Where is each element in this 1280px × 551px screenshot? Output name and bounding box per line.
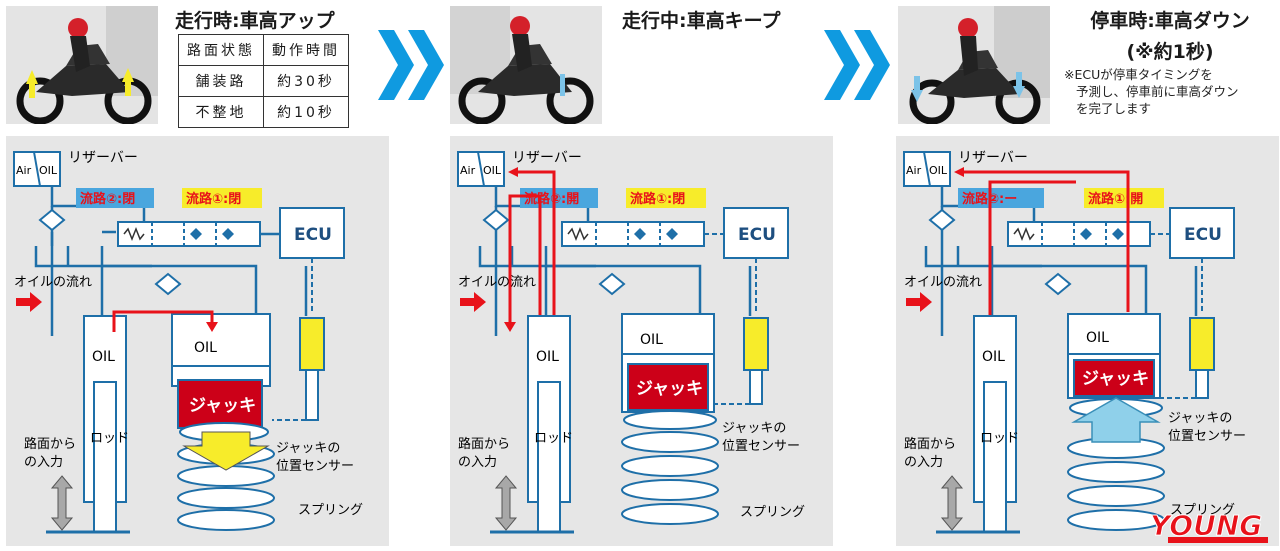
operation-time-table: 路面状態 動作時間 舗装路 約30秒 不整地 約10秒: [178, 34, 349, 128]
reservoir-label: リザーバー: [68, 150, 138, 166]
ecu-label: ECU: [1184, 225, 1222, 245]
bike-photo-stage1: [6, 6, 158, 124]
road-input-label: の入力: [904, 455, 943, 470]
reservoir-air-label: Air: [460, 164, 476, 177]
jack-label: ジャッキ: [189, 396, 256, 416]
reservoir-oil-label: OIL: [483, 164, 502, 177]
table-header-time: 動作時間: [263, 34, 349, 66]
rod-label: ロッド: [90, 431, 129, 446]
sensor-label: ジャッキの: [276, 441, 340, 456]
road-input-label: 路面から: [24, 436, 76, 452]
stage3-note: ※ECUが停車タイミングを 予測し、停車前に車高ダウン を完了します: [1064, 66, 1276, 117]
oil-flow-label: オイルの流れ: [904, 275, 982, 290]
rod-label: ロッド: [980, 431, 1019, 446]
reservoir-air-label: Air: [906, 164, 922, 177]
spring-label: スプリング: [740, 505, 805, 520]
channel1-label: 流路①:開: [1088, 191, 1143, 207]
stage1-title: 走行時:車高アップ: [175, 10, 335, 32]
rod-label: ロッド: [534, 431, 573, 446]
channel2-label: 流路②:開: [524, 191, 579, 207]
sensor-label: 位置センサー: [722, 439, 800, 454]
jack-label: ジャッキ: [636, 379, 703, 399]
table-cell-rough: 不整地: [178, 96, 264, 128]
reservoir-air-label: Air: [16, 164, 32, 177]
sensor-label: 位置センサー: [1168, 429, 1246, 444]
road-input-label: 路面から: [904, 436, 956, 452]
table-cell-rough-time: 約10秒: [263, 96, 349, 128]
sensor-label: ジャッキの: [1168, 411, 1232, 426]
cylinder-oil-label: OIL: [1086, 330, 1109, 346]
jack-label: ジャッキ: [1082, 369, 1149, 389]
sensor-label: 位置センサー: [276, 459, 354, 474]
chevron-arrow-icon: [378, 30, 444, 100]
spring-label: スプリング: [1170, 503, 1235, 518]
road-input-label: の入力: [458, 455, 497, 470]
stage3-title-line1: 停車時:車高ダウン: [1090, 10, 1250, 32]
note-line: を完了します: [1076, 101, 1152, 116]
reservoir-oil-label: OIL: [929, 164, 948, 177]
spring-label: スプリング: [298, 503, 363, 518]
channel1-label: 流路①:閉: [186, 191, 241, 207]
oil-flow-label: オイルの流れ: [458, 275, 536, 290]
channel1-label: 流路①:閉: [630, 191, 685, 207]
young-machine-logo: YOUNG: [1148, 507, 1276, 549]
chevron-arrow-icon: [824, 30, 890, 100]
oil-flow-label: オイルの流れ: [14, 275, 92, 290]
diagram-panel-stage1: Air OIL リザーバー ECU 流路②: [6, 136, 389, 546]
cylinder-oil-label: OIL: [640, 332, 663, 348]
ecu-label: ECU: [294, 225, 332, 245]
road-input-label: 路面から: [458, 436, 510, 452]
cylinder-oil-label: OIL: [194, 340, 217, 356]
reservoir-label: リザーバー: [958, 150, 1028, 166]
table-cell-paved-time: 約30秒: [263, 65, 349, 97]
fork-oil-label: OIL: [982, 349, 1005, 365]
channel2-label: 流路②:閉: [80, 191, 135, 207]
table-header-road: 路面状態: [178, 34, 264, 66]
bike-photo-stage3: [898, 6, 1050, 124]
ecu-label: ECU: [738, 225, 776, 245]
road-input-label: の入力: [24, 455, 63, 470]
stage3-title: 停車時:車高ダウン (※約1秒): [1066, 6, 1274, 64]
diagram-panel-stage2: Air OIL リザーバー ECU 流路②:開 流路①:閉 オイルの流れ: [450, 136, 833, 546]
stage2-title: 走行中:車高キープ: [622, 10, 781, 32]
note-line: ※ECUが停車タイミングを: [1064, 67, 1213, 82]
fork-oil-label: OIL: [92, 349, 115, 365]
stage3-title-line2: (※約1秒): [1126, 41, 1214, 63]
logo-text: YOUNG: [1150, 509, 1262, 542]
reservoir-oil-label: OIL: [39, 164, 58, 177]
table-cell-paved: 舗装路: [178, 65, 264, 97]
reservoir-label: リザーバー: [512, 150, 582, 166]
sensor-label: ジャッキの: [722, 421, 786, 436]
fork-oil-label: OIL: [536, 349, 559, 365]
bike-photo-stage2: [450, 6, 602, 124]
diagram-panel-stage3: Air OIL リザーバー ECU 流路②:ー 流路①:開 オイルの流れ: [896, 136, 1279, 546]
note-line: 予測し、停車前に車高ダウン: [1076, 84, 1239, 99]
